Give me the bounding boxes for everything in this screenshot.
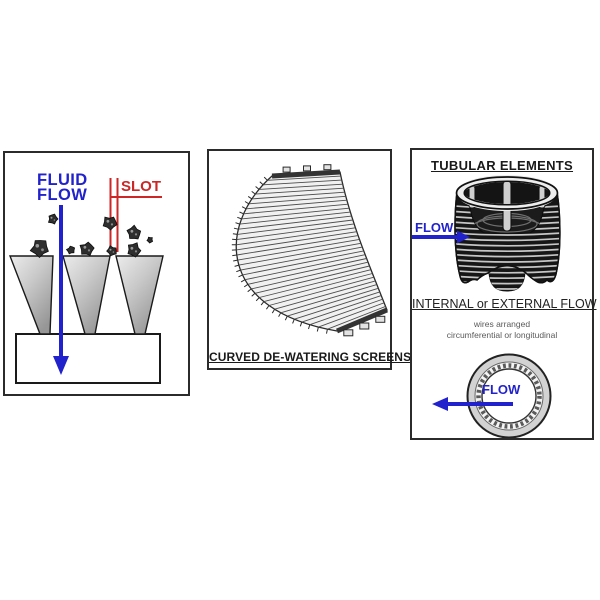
panel-fluid-flow-slot: FLUID FLOW SLOT [3,151,190,396]
slot-annotation-lines [109,178,162,252]
tubular-element-drawing [454,175,561,292]
flow-right-arrow-icon [412,230,470,244]
fluid-flow-label-line2: FLOW [37,185,88,204]
tubular-elements-title: TUBULAR ELEMENTS [430,158,574,173]
flow-label-internal: FLOW [415,220,454,235]
panel-curved-screens: CURVED DE-WATERING SCREENS [207,149,412,370]
wire-bead-ring [476,363,542,429]
flow-left-arrow-icon [432,397,513,411]
fluid-flow-label: FLUID FLOW [37,171,88,204]
tubular-elements-illustration [412,175,561,438]
wedge-wires [8,255,164,335]
panel-tubular-elements: TUBULAR ELEMENTS FLOW INTERNAL or EXTERN… [410,148,597,440]
circumferential-note: circumferential or longitudinal [446,330,558,340]
debris-particles [29,213,154,259]
curved-screens-caption: CURVED DE-WATERING SCREENS [209,350,412,364]
support-rail [15,333,161,384]
curved-screen-illustration [231,164,388,337]
wires-arranged-note: wires arranged [473,319,531,329]
slot-label: SLOT [121,178,161,195]
flow-label-external: FLOW [482,382,521,397]
curved-screen-drawing [231,164,388,337]
wedge-wire-diagram [8,178,164,384]
internal-external-subtitle: INTERNAL or EXTERNAL FLOW [412,297,597,311]
ring-cross-section-drawing [466,353,552,438]
fluid-flow-label-line1: FLUID [37,171,88,189]
flow-down-arrow-icon [53,205,69,375]
